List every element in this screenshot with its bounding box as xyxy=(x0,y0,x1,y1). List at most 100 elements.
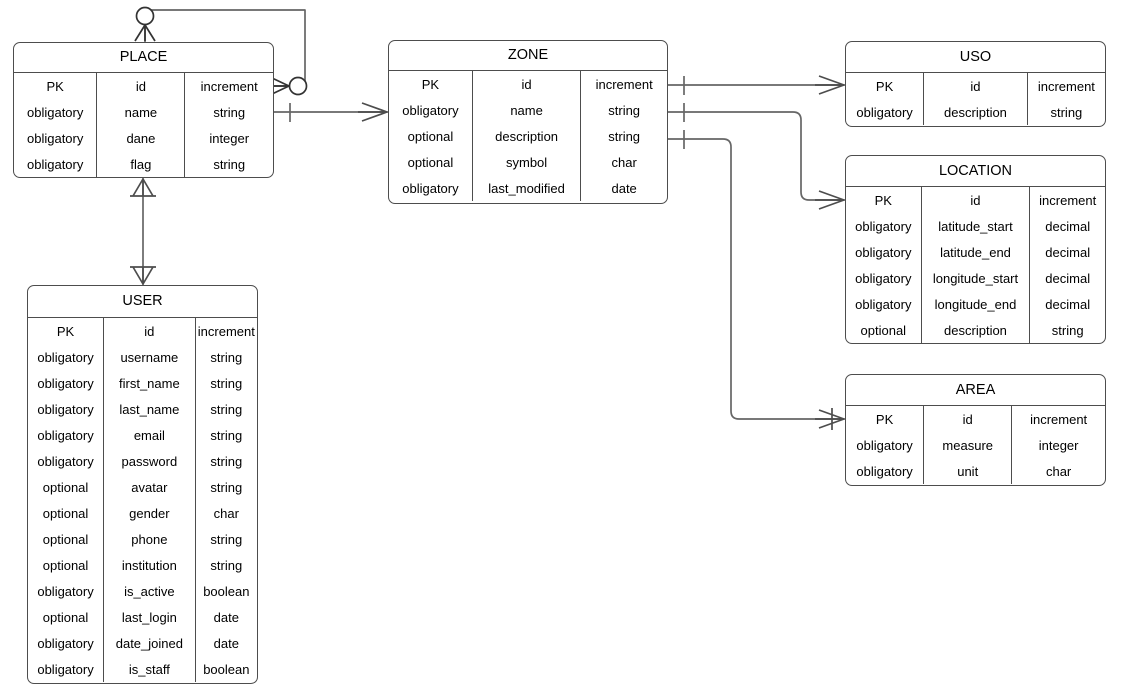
attribute-key: obligatory xyxy=(846,99,925,125)
attribute-key: obligatory xyxy=(28,448,105,474)
attribute-key: optional xyxy=(846,317,922,343)
attribute-key: obligatory xyxy=(28,578,105,604)
attribute-name: date_joined xyxy=(103,630,196,656)
attribute-name: dane xyxy=(96,125,186,151)
attribute-key: optional xyxy=(389,149,473,175)
attribute-type: integer xyxy=(1038,437,1079,453)
attribute-name: name xyxy=(472,97,582,123)
attribute-key: obligatory xyxy=(389,175,473,201)
attribute-name: institution xyxy=(103,552,196,578)
connector-zone-area xyxy=(668,138,845,420)
attribute-type: increment xyxy=(1039,192,1097,208)
attribute-type: string xyxy=(210,427,243,443)
attribute-type: string xyxy=(210,479,243,495)
marker-place-zone-many xyxy=(358,102,388,122)
attribute-type: date xyxy=(213,635,239,651)
attribute-name: id xyxy=(923,406,1013,432)
attribute-key: obligatory xyxy=(28,370,105,396)
attribute-type: increment xyxy=(1037,78,1095,94)
attribute-type: date xyxy=(611,180,637,196)
attribute-name: description xyxy=(923,99,1028,125)
attribute-name: flag xyxy=(96,151,186,177)
marker-place-user-top-one-or-many xyxy=(130,178,156,197)
attribute-name: gender xyxy=(103,500,196,526)
attribute-key: obligatory xyxy=(28,422,105,448)
marker-zone-location-many xyxy=(815,190,845,210)
attribute-type: char xyxy=(1045,463,1072,479)
attribute-name: avatar xyxy=(103,474,196,500)
attribute-key: optional xyxy=(389,123,473,149)
attribute-name: username xyxy=(103,344,196,370)
attribute-name: unit xyxy=(923,458,1013,484)
attribute-type: increment xyxy=(197,323,255,339)
attribute-type: string xyxy=(608,128,641,144)
attribute-key: obligatory xyxy=(846,213,922,239)
entity-title-uso: USO xyxy=(846,42,1105,73)
attribute-key: PK xyxy=(389,71,473,97)
attribute-key: obligatory xyxy=(846,432,925,458)
attribute-type: string xyxy=(213,156,246,172)
attribute-name: password xyxy=(103,448,196,474)
attribute-name: phone xyxy=(103,526,196,552)
attribute-type: char xyxy=(611,154,637,170)
attribute-name: id xyxy=(472,71,582,97)
attribute-key: obligatory xyxy=(14,151,98,177)
attribute-key: obligatory xyxy=(28,344,105,370)
attribute-key: obligatory xyxy=(846,239,922,265)
attribute-type: string xyxy=(213,104,246,120)
attribute-type: decimal xyxy=(1045,244,1091,260)
attribute-key: obligatory xyxy=(846,291,922,317)
attribute-name: measure xyxy=(923,432,1013,458)
attribute-key: obligatory xyxy=(28,630,105,656)
marker-place-self-top-zero-or-many xyxy=(134,6,156,42)
entity-title-area: AREA xyxy=(846,375,1105,406)
attribute-key: optional xyxy=(28,604,105,630)
attribute-key: PK xyxy=(846,187,922,213)
attribute-key: PK xyxy=(846,406,925,432)
attribute-name: id xyxy=(921,187,1031,213)
